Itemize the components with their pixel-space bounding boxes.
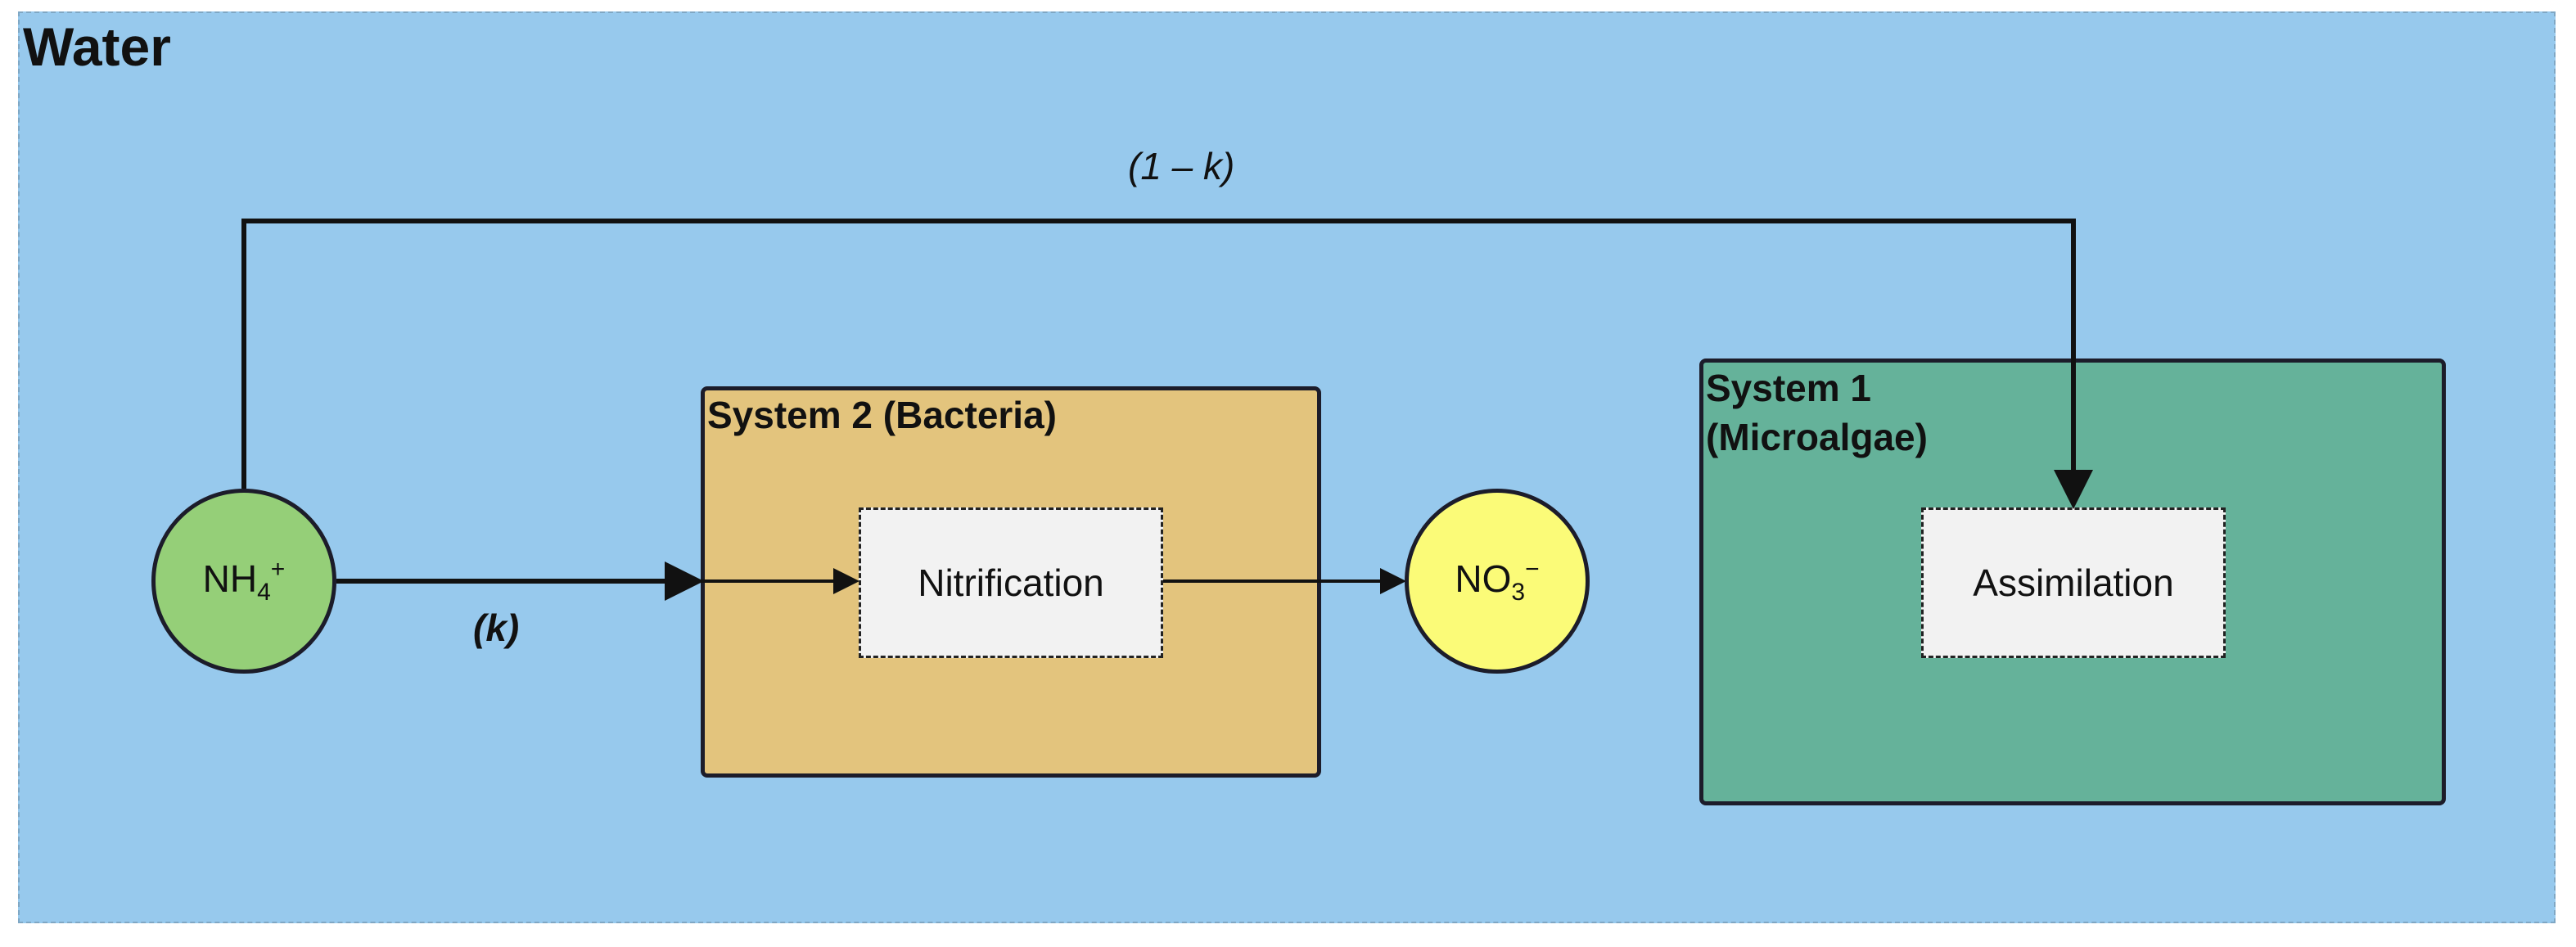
- bypass-fraction-label: (1 – k): [1128, 145, 1235, 187]
- nitrification-fraction-label: (k): [473, 607, 520, 649]
- system2-title: System 2 (Bacteria): [707, 394, 1057, 436]
- nitrification-label: Nitrification: [918, 561, 1104, 604]
- ammonium-node: NH4+: [151, 489, 336, 674]
- system1-title: System 1 (Microalgae): [1706, 367, 1928, 458]
- nitrification-process-box: Nitrification: [859, 507, 1163, 658]
- nitrate-node: NO3−: [1405, 489, 1590, 674]
- assimilation-process-box: Assimilation: [1921, 507, 2226, 658]
- ammonium-formula: NH4+: [202, 556, 286, 606]
- assimilation-label: Assimilation: [1973, 561, 2174, 604]
- water-title: Water: [23, 16, 171, 77]
- nitrate-formula: NO3−: [1455, 556, 1540, 606]
- bypass-flow-arrow: [241, 219, 2093, 509]
